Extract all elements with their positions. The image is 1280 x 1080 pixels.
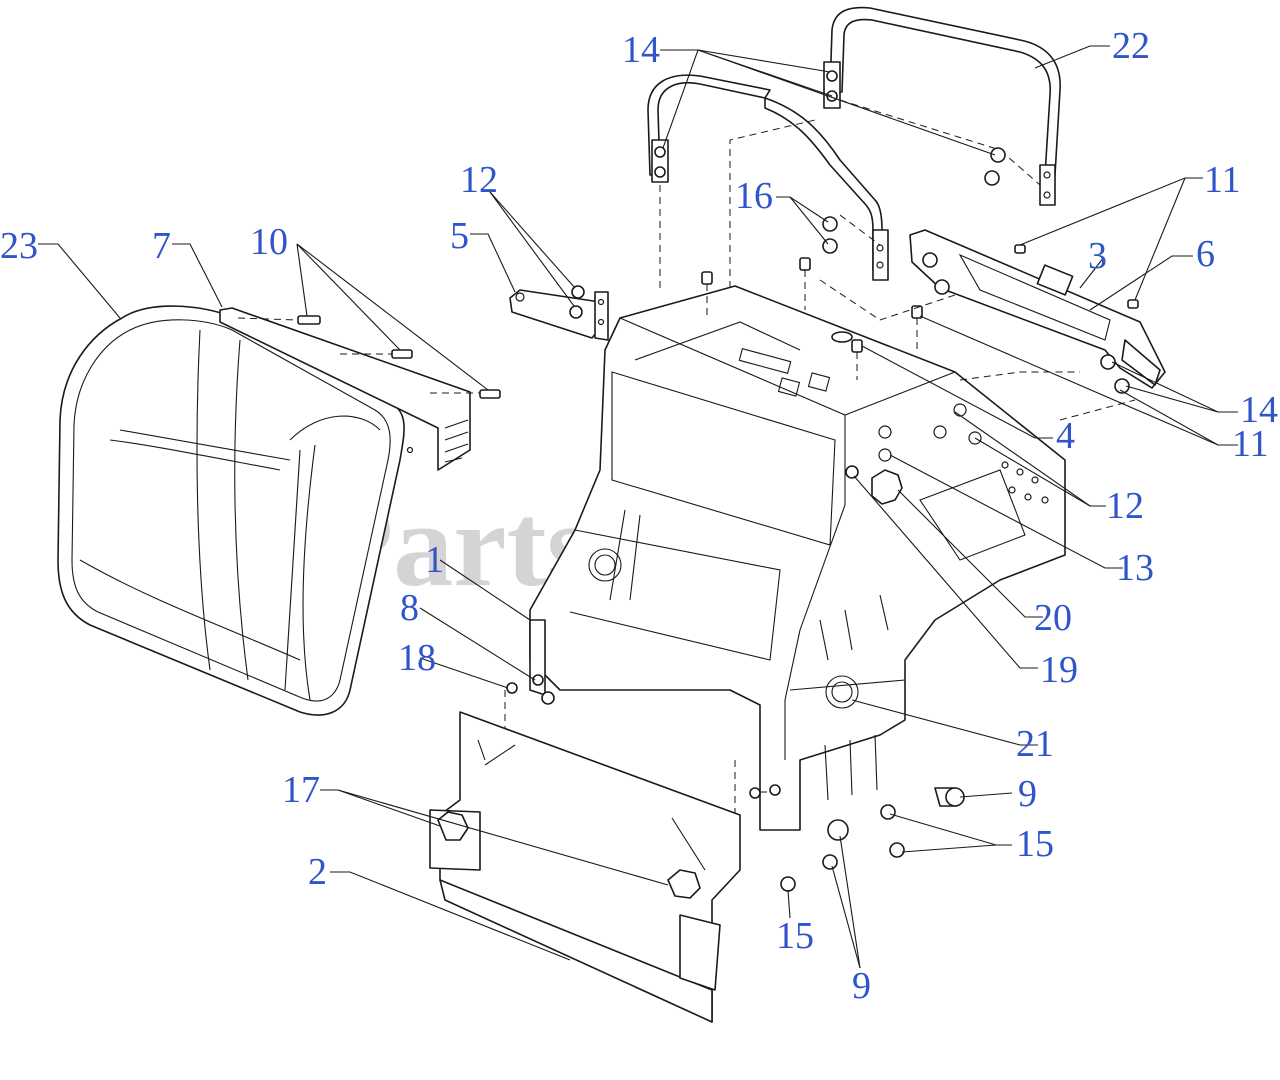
part-right-bracket [909, 229, 1166, 394]
part-bracket-5 [509, 289, 609, 341]
callout-17: 17 [282, 769, 320, 811]
part-bolts-10 [237, 315, 501, 399]
callout-15-right: 15 [1016, 823, 1054, 865]
callout-23: 23 [0, 225, 38, 267]
callout-3: 3 [1088, 235, 1107, 277]
callout-9-bottom: 9 [852, 965, 871, 1007]
callout-8: 8 [400, 587, 419, 629]
part-hardware-9-15 [749, 784, 965, 892]
callout-11-upper: 11 [1204, 159, 1241, 201]
callout-19: 19 [1040, 649, 1078, 691]
callout-14-lower: 14 [1240, 389, 1278, 431]
callout-18: 18 [398, 637, 436, 679]
callout-15-bottom: 15 [776, 915, 814, 957]
callout-7: 7 [152, 225, 171, 267]
callout-9-right: 9 [1018, 773, 1037, 815]
callout-20: 20 [1034, 597, 1072, 639]
part-knob-20 [845, 465, 903, 505]
part-lower-panel [429, 711, 741, 1023]
callout-4: 4 [1056, 415, 1075, 457]
callout-22: 22 [1112, 25, 1150, 67]
callout-labels: 23 7 10 5 12 14 22 16 11 3 6 14 11 4 12 … [0, 25, 1278, 1007]
leader-lines [38, 45, 1238, 969]
part-seat-bracket [219, 307, 471, 471]
callout-2: 2 [308, 851, 327, 893]
part-handle-bars [647, 6, 1061, 281]
callout-14-upper: 14 [622, 29, 660, 71]
callout-12-upper: 12 [460, 159, 498, 201]
callout-11-lower: 11 [1232, 423, 1269, 465]
part-knobs-17 [437, 811, 701, 899]
part-8-18 [506, 674, 544, 694]
callout-10: 10 [250, 221, 288, 263]
callout-12-lower: 12 [1106, 485, 1144, 527]
part-bolts-12-upper [569, 285, 585, 319]
part-console-frame [529, 285, 1066, 831]
callout-6: 6 [1196, 233, 1215, 275]
callout-16: 16 [735, 175, 773, 217]
callout-21: 21 [1016, 723, 1054, 765]
callout-13: 13 [1116, 547, 1154, 589]
part-seat-cushion [57, 305, 405, 716]
callout-5: 5 [450, 215, 469, 257]
callout-1: 1 [425, 539, 444, 581]
